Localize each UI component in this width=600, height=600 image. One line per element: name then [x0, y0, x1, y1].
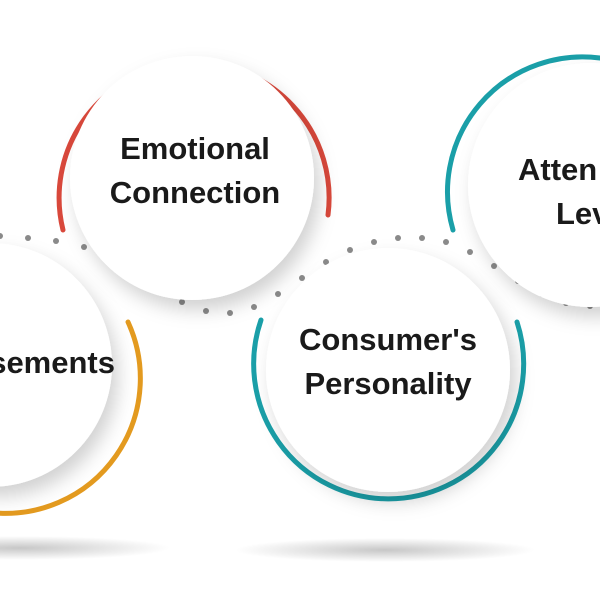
- connector-dot: [467, 249, 473, 255]
- disc-consumers-personality: [266, 248, 510, 492]
- ring-attention-level: [445, 54, 600, 233]
- label-emotional-connection: Emotional Connection: [95, 127, 295, 215]
- label-attention-level-line-2: Lev: [556, 196, 600, 231]
- connector-dot: [203, 308, 209, 314]
- connector-dot: [419, 235, 425, 241]
- connector-dot: [179, 299, 185, 305]
- connector-dot: [275, 291, 281, 297]
- floor-shadow-personality: [235, 538, 535, 562]
- connector-dot: [227, 310, 233, 316]
- connector-dot: [25, 235, 31, 241]
- connector-dot: [443, 239, 449, 245]
- disc-emotional-connection: [70, 56, 314, 300]
- floor-shadow-endorsements: [0, 536, 170, 560]
- connector-dot: [251, 304, 257, 310]
- label-consumers-personality-line-1: Consumer's: [299, 322, 477, 357]
- connector-dot: [0, 233, 3, 239]
- connector-dot: [371, 239, 377, 245]
- connector-dot: [395, 235, 401, 241]
- connector-dot: [491, 263, 497, 269]
- label-consumers-personality-line-2: Personality: [304, 366, 472, 401]
- connector-dot: [347, 247, 353, 253]
- label-emotional-connection-line-2: Connection: [109, 175, 281, 210]
- connector-dot: [53, 238, 59, 244]
- ring-consumers-personality: [251, 317, 527, 502]
- connector-dot: [323, 259, 329, 265]
- label-consumers-personality: Consumer's Personality: [283, 318, 493, 406]
- disc-attention-level: [468, 63, 600, 307]
- label-attention-level: Atten Lev: [518, 148, 600, 236]
- label-emotional-connection-line-1: Emotional: [120, 131, 270, 166]
- connector-dot: [81, 244, 87, 250]
- label-endorsements-line-1: sements: [0, 345, 115, 380]
- label-endorsements: sements: [0, 341, 115, 385]
- label-attention-level-line-1: Atten: [518, 152, 598, 187]
- connector-dot: [299, 275, 305, 281]
- disc-endorsements: [0, 243, 112, 487]
- ring-endorsements: [0, 319, 143, 516]
